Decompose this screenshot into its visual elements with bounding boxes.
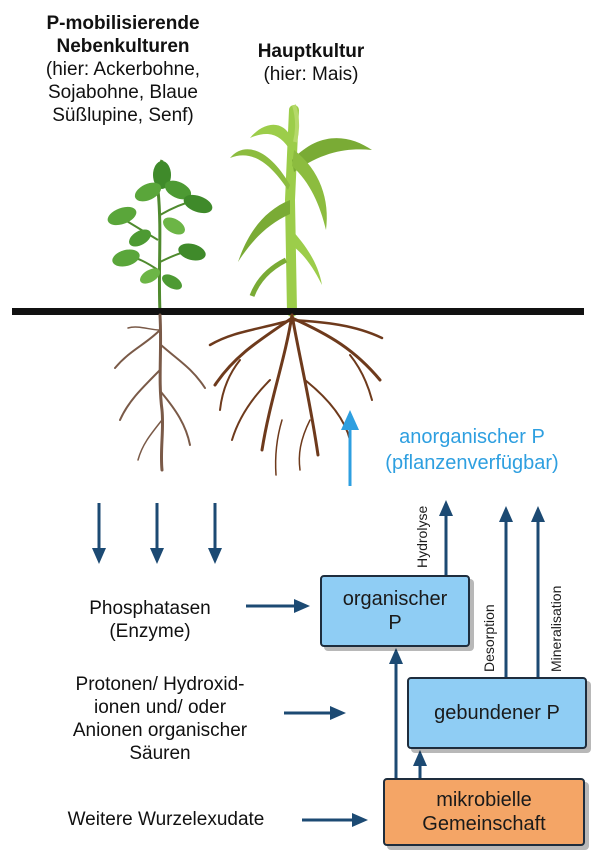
microbial-line1: mikrobielle [436, 789, 532, 811]
mineralisation-label: Mineralisation [548, 585, 564, 672]
hydrolysis-label: Hydrolyse [414, 505, 430, 568]
main-crop-label: Hauptkultur (hier: Mais) [236, 40, 386, 86]
phosphatases-line1: Phosphatasen [89, 598, 211, 619]
cover-crops-label: P-mobilisierende Nebenkulturen (hier: Ac… [18, 12, 228, 127]
cover-crops-title-line2: Nebenkulturen [56, 36, 190, 57]
main-crop-detail: (hier: Mais) [263, 64, 359, 85]
organic-p-line2: P [388, 612, 402, 634]
root-system-icon [114, 313, 384, 476]
pool-transfer-arrows [389, 500, 545, 806]
bean-plant-icon [107, 159, 213, 313]
cover-crops-detail-line3: Süßlupine, Senf) [52, 105, 194, 126]
protons-line3: Anionen organischer [72, 720, 248, 741]
organic-p-line1: organischer [342, 588, 448, 610]
other-exudates-label: Weitere Wurzelexudate [26, 808, 306, 831]
cover-crops-title-line1: P-mobilisierende [46, 13, 200, 34]
plant-uptake-arrow [341, 410, 359, 486]
protons-label: Protonen/ Hydroxid- ionen und/ oder Anio… [40, 673, 280, 765]
soil-surface-line [12, 308, 584, 315]
phosphatases-line2: (Enzyme) [109, 621, 191, 642]
protons-line1: Protonen/ Hydroxid- [75, 674, 245, 695]
microbial-line2: Gemeinschaft [422, 813, 546, 835]
plant-available-p-line2: (pflanzenverfügbar) [385, 452, 559, 474]
main-crop-title: Hauptkultur [257, 41, 365, 62]
phosphatases-label: Phosphatasen (Enzyme) [60, 597, 240, 643]
cover-crops-detail-line1: (hier: Ackerbohne, [45, 59, 201, 80]
bound-p-box: gebundener P [407, 677, 587, 749]
cover-crops-detail-line2: Sojabohne, Blaue [47, 82, 198, 103]
desorption-label: Desorption [481, 604, 497, 672]
plant-available-p-line1: anorganischer P [399, 426, 545, 448]
bound-p-text: gebundener P [434, 702, 560, 724]
exudation-arrows [92, 503, 222, 564]
protons-line4: Säuren [129, 743, 191, 764]
exudate-effect-arrows [246, 599, 368, 827]
protons-line2: ionen und/ oder [93, 697, 227, 718]
corn-plant-icon [230, 104, 372, 317]
plant-available-p-label: anorganischer P (pflanzenverfügbar) [362, 424, 582, 476]
organic-p-box: organischer P [320, 575, 470, 647]
other-exudates-text: Weitere Wurzelexudate [67, 809, 265, 830]
microbial-community-box: mikrobielle Gemeinschaft [383, 778, 585, 846]
